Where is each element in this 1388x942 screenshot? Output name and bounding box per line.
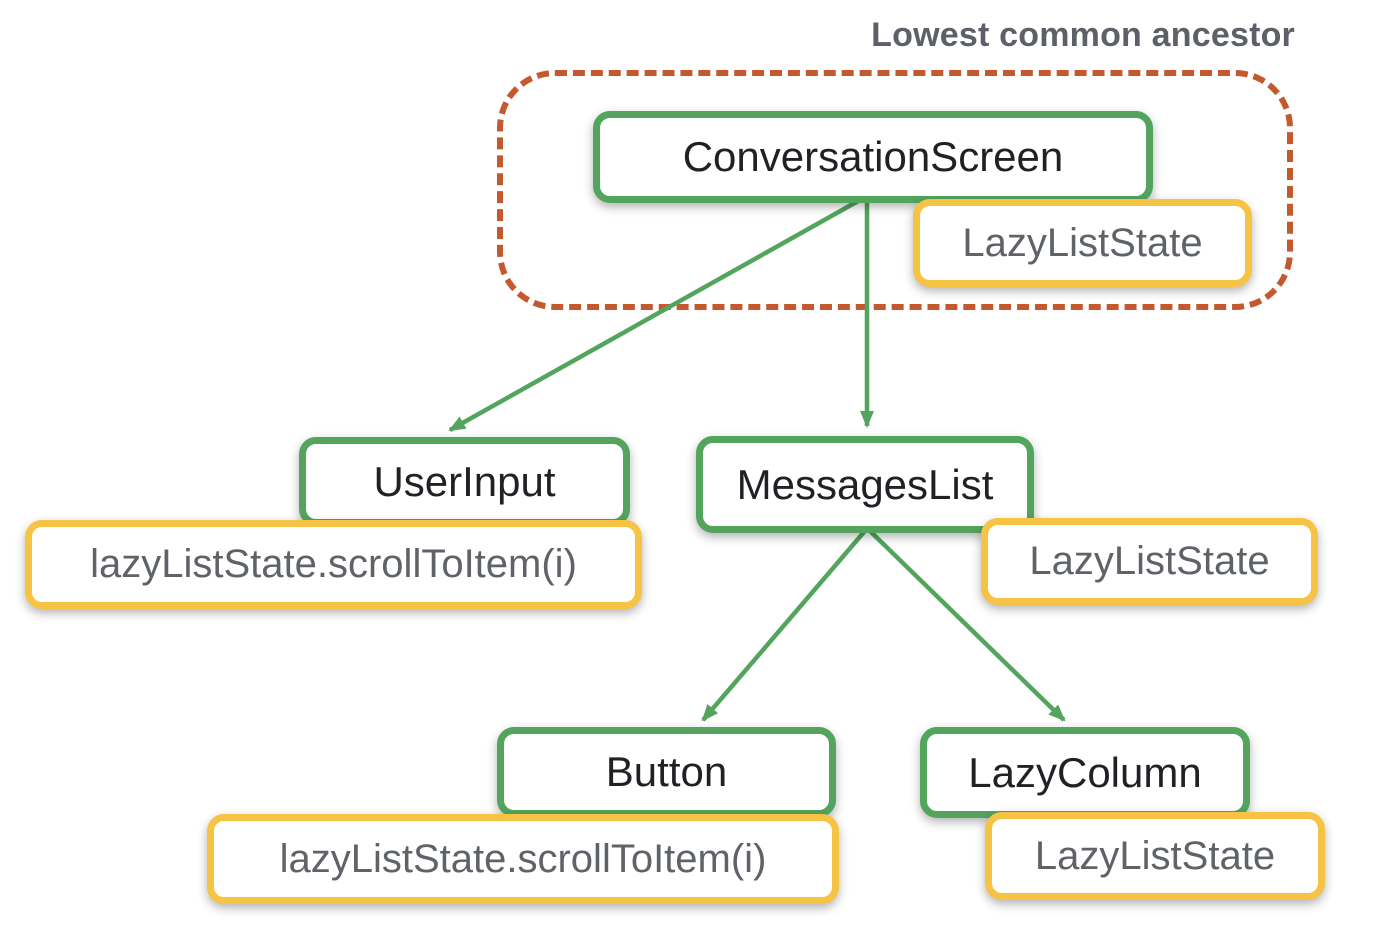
- edge-messageslist-lazycolumn: [869, 530, 1066, 722]
- edge-messageslist-button: [701, 530, 866, 722]
- node-messages-list: MessagesList: [696, 436, 1034, 533]
- node-conversation-screen-label: ConversationScreen: [682, 133, 1064, 180]
- call-button: lazyListState.scrollToItem(i): [207, 814, 839, 904]
- call-user-input-label: lazyListState.scrollToItem(i): [90, 542, 577, 586]
- node-conversation-screen: ConversationScreen: [593, 111, 1153, 203]
- node-button: Button: [497, 727, 836, 817]
- node-lazy-column: LazyColumn: [920, 727, 1250, 818]
- lowest-common-ancestor-label: Lowest common ancestor: [871, 16, 1295, 54]
- state-conversation-screen-label: LazyListState: [962, 220, 1203, 265]
- node-user-input: UserInput: [299, 437, 630, 526]
- state-conversation-screen: LazyListState: [913, 199, 1252, 287]
- node-button-label: Button: [605, 748, 728, 795]
- node-lazy-column-label: LazyColumn: [968, 748, 1202, 796]
- call-user-input: lazyListState.scrollToItem(i): [25, 520, 642, 609]
- node-user-input-label: UserInput: [373, 457, 556, 505]
- call-button-label: lazyListState.scrollToItem(i): [279, 836, 767, 881]
- node-messages-list-label: MessagesList: [736, 460, 994, 508]
- edge-conversationscreen-userinput: [448, 198, 862, 432]
- state-lazy-column: LazyListState: [985, 812, 1325, 900]
- lowest-common-ancestor-outline: [497, 70, 1293, 310]
- state-messages-list-label: LazyListState: [1029, 539, 1270, 583]
- state-messages-list: LazyListState: [981, 518, 1318, 605]
- state-lazy-column-label: LazyListState: [1034, 833, 1276, 878]
